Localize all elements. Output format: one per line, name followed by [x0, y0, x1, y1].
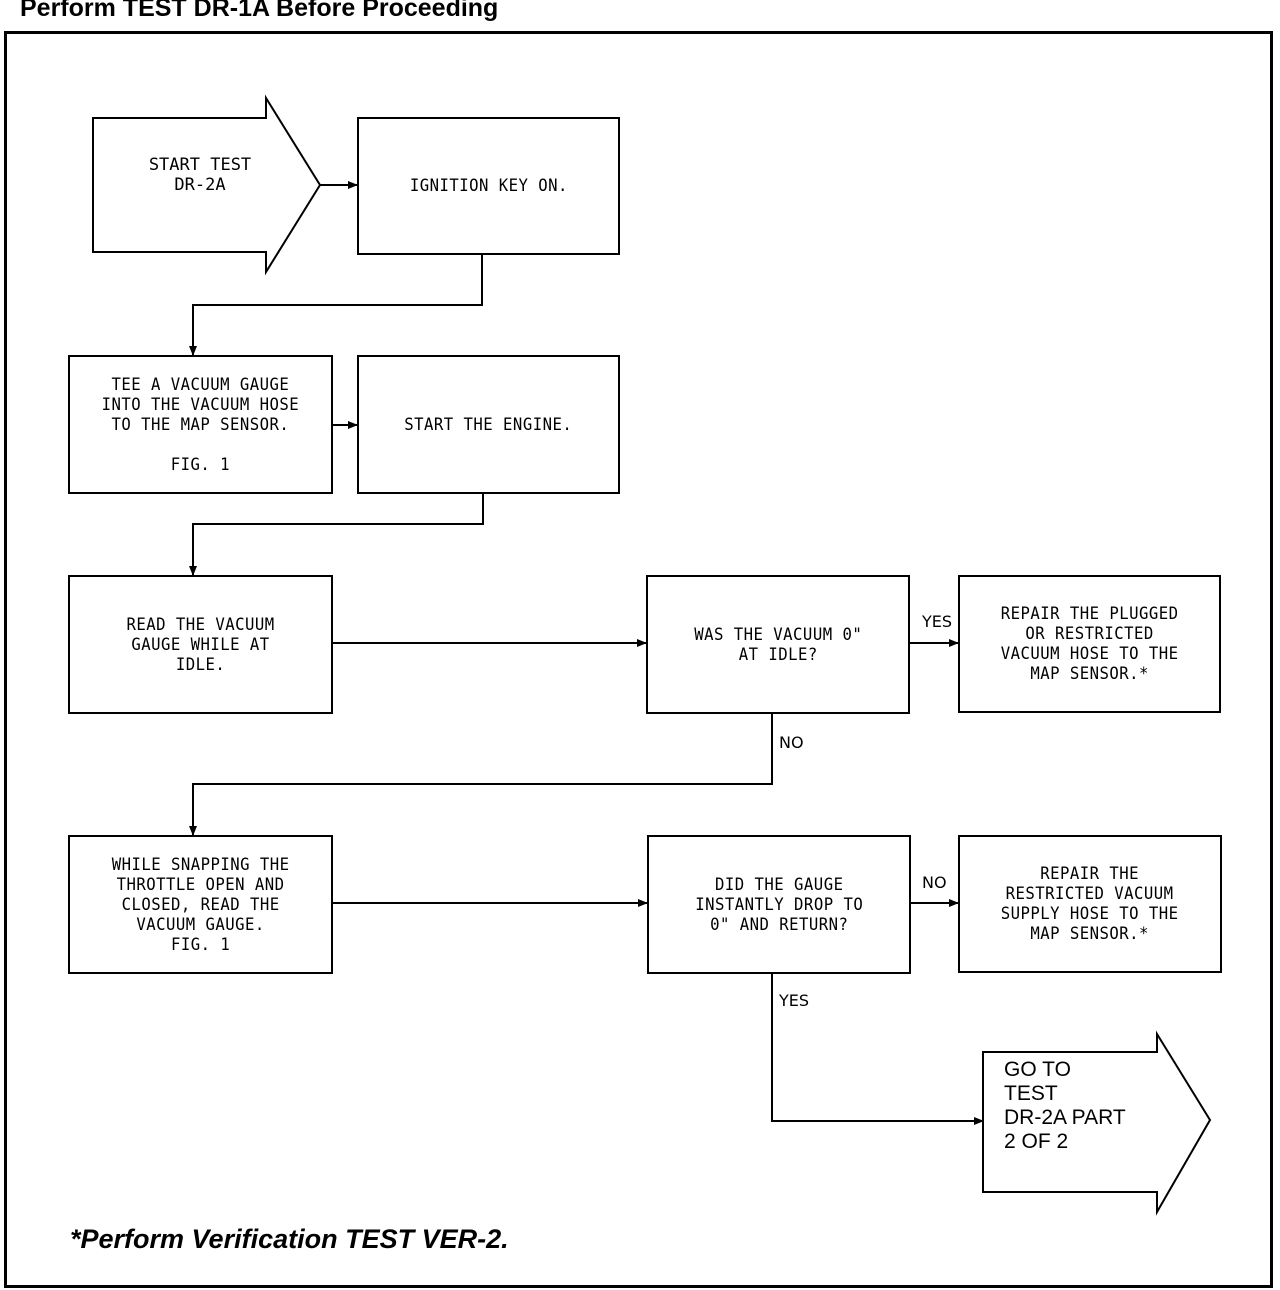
- tee-gauge-box: TEE A VACUUM GAUGE INTO THE VACUUM HOSE …: [68, 355, 333, 494]
- read-gauge-text: READ THE VACUUM GAUGE WHILE AT IDLE.: [126, 614, 275, 675]
- snap-throttle-box: WHILE SNAPPING THE THROTTLE OPEN AND CLO…: [68, 835, 333, 974]
- goto-test-label: GO TO TEST DR-2A PART 2 OF 2: [1004, 1058, 1126, 1153]
- repair-plugged-box: REPAIR THE PLUGGED OR RESTRICTED VACUUM …: [958, 575, 1221, 713]
- connector-question-no: [189, 713, 773, 836]
- verification-footnote: *Perform Verification TEST VER-2.: [70, 1224, 509, 1254]
- page-title: Perform TEST DR-1A Before Proceeding: [20, 0, 499, 22]
- start-arrow-shape: [92, 94, 322, 276]
- question-drop-box: DID THE GAUGE INSTANTLY DROP TO 0" AND R…: [647, 835, 911, 974]
- start-engine-text: START THE ENGINE.: [404, 414, 573, 435]
- question-vacuum-box: WAS THE VACUUM 0" AT IDLE?: [646, 575, 910, 714]
- connector-ignition-to-tee: [189, 255, 483, 356]
- ignition-box: IGNITION KEY ON.: [357, 117, 620, 255]
- yes-label-drop: YES: [779, 991, 810, 1010]
- start-engine-box: START THE ENGINE.: [357, 355, 620, 494]
- repair-restricted-box: REPAIR THE RESTRICTED VACUUM SUPPLY HOSE…: [958, 835, 1222, 973]
- ignition-text: IGNITION KEY ON.: [409, 176, 568, 196]
- snap-throttle-text: WHILE SNAPPING THE THROTTLE OPEN AND CLO…: [111, 854, 290, 955]
- repair-plugged-text: REPAIR THE PLUGGED OR RESTRICTED VACUUM …: [1000, 604, 1179, 684]
- yes-label-vacuum: YES: [922, 612, 953, 631]
- no-label-vacuum: NO: [779, 733, 804, 752]
- question-drop-text: DID THE GAUGE INSTANTLY DROP TO 0" AND R…: [695, 874, 863, 935]
- question-vacuum-text: WAS THE VACUUM 0" AT IDLE?: [694, 624, 862, 665]
- repair-restricted-text: REPAIR THE RESTRICTED VACUUM SUPPLY HOSE…: [1001, 864, 1179, 944]
- goto-arrow-shape: [982, 1030, 1212, 1216]
- diagram-frame: [4, 31, 1273, 1288]
- no-label-drop: NO: [922, 873, 947, 892]
- start-test-label: START TEST DR-2A: [148, 155, 252, 195]
- tee-gauge-text: TEE A VACUUM GAUGE INTO THE VACUUM HOSE …: [101, 374, 300, 475]
- connector-engine-to-read: [189, 494, 484, 576]
- read-gauge-box: READ THE VACUUM GAUGE WHILE AT IDLE.: [68, 575, 333, 714]
- connector-drop-yes: [771, 973, 984, 1125]
